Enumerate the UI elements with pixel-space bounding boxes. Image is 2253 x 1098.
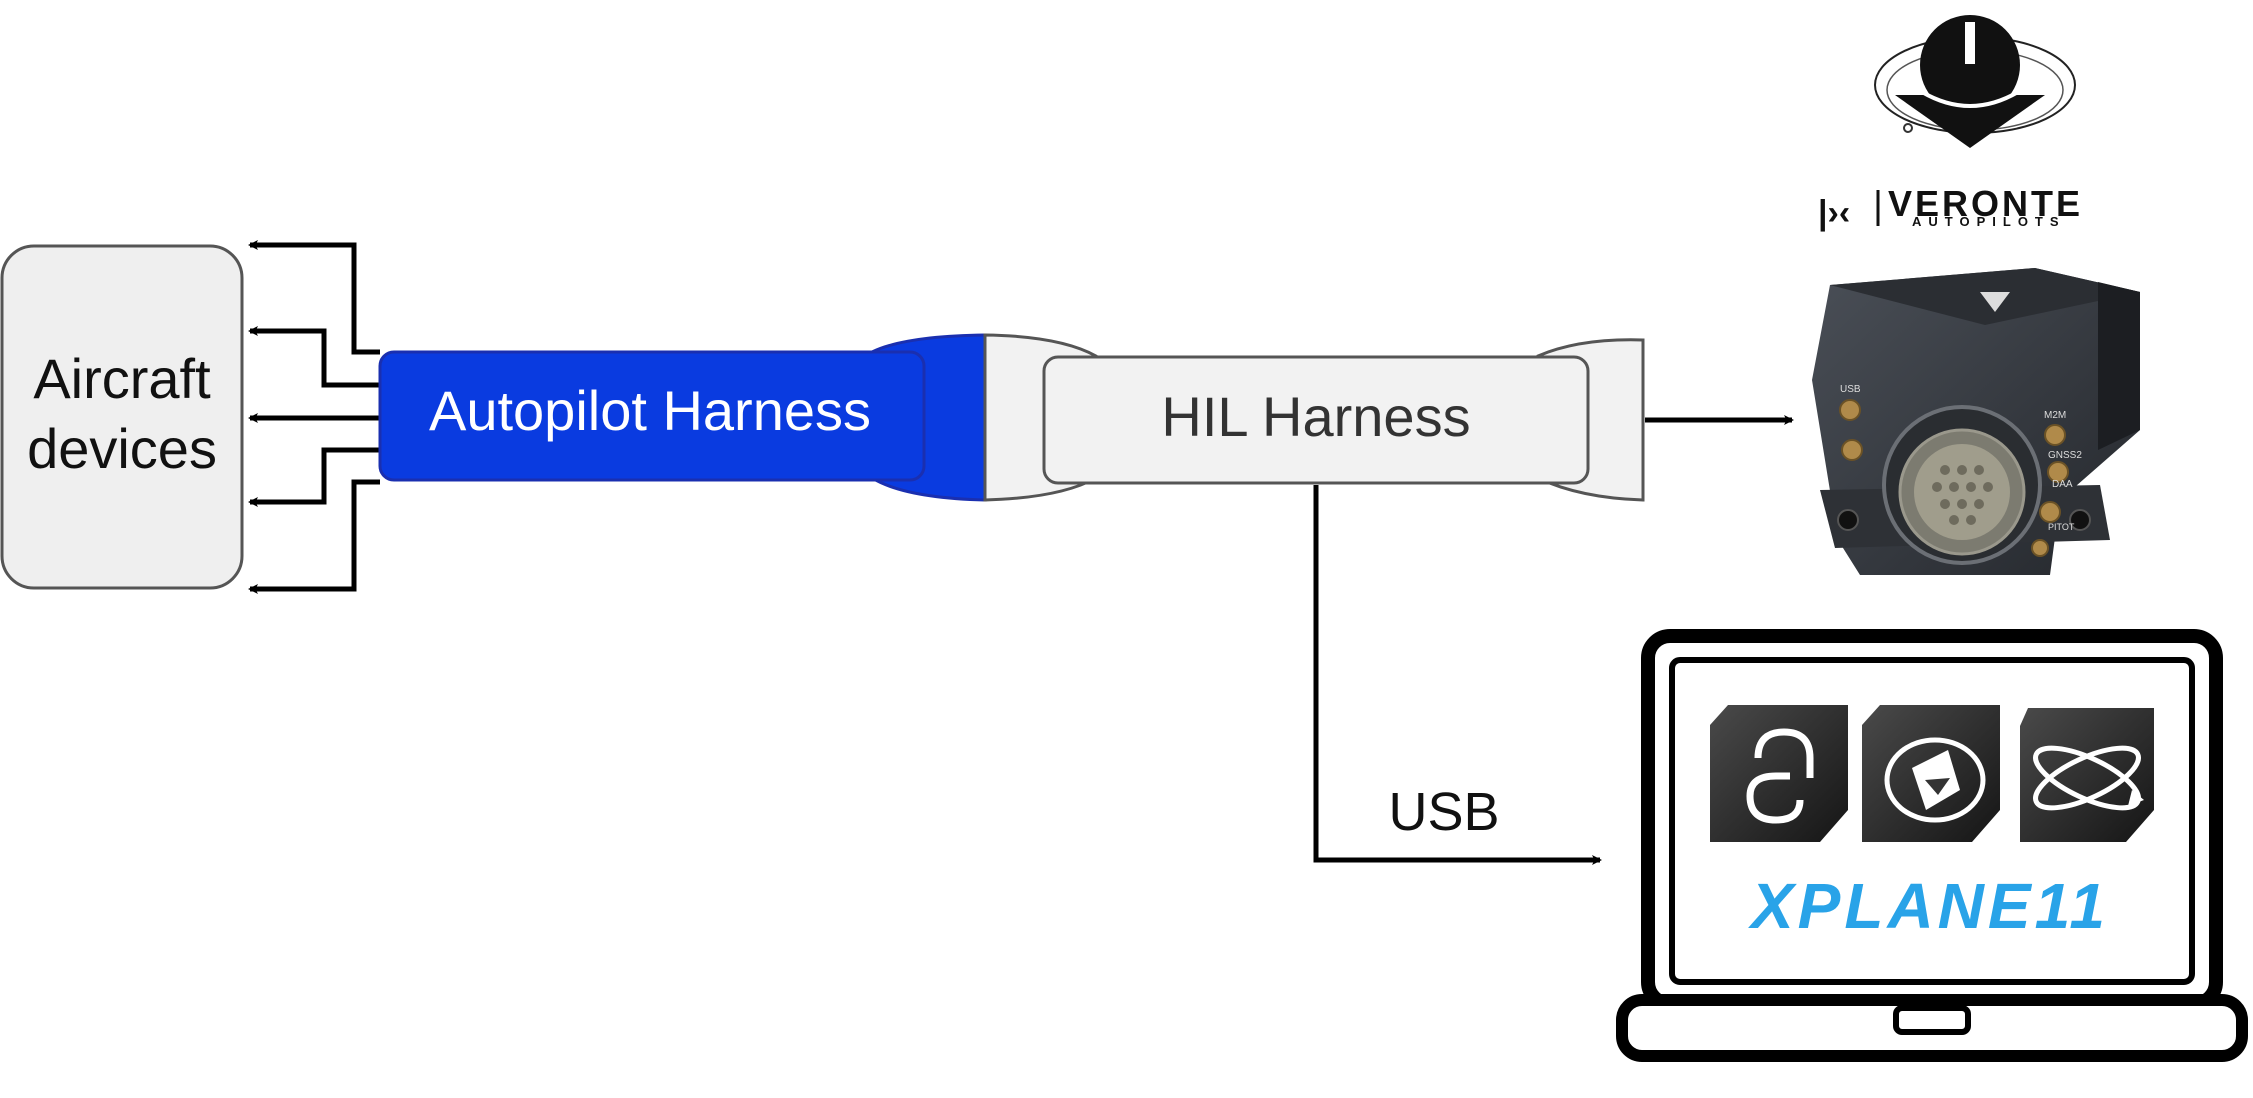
daa-port-label: DAA	[2052, 479, 2073, 490]
gnss2-port-label: GNSS2	[2048, 450, 2082, 461]
arrow-4	[248, 447, 380, 507]
veronte-ops-app-icon	[1862, 705, 2000, 842]
orbit-app-icon	[2020, 708, 2154, 842]
usb-connection: USB	[1313, 485, 1602, 865]
usb-arrow	[1313, 485, 1602, 865]
aircraft-devices-label-line2: devices	[27, 417, 217, 480]
laptop-icon	[1616, 629, 2248, 1062]
usb-port-label: USB	[1840, 384, 1861, 395]
arrow-5	[248, 479, 380, 594]
aircraft-devices-node: Aircraft devices	[0, 244, 244, 590]
autopilot-hardware-icon: USB M2M GNSS2 DAA PITOT	[1812, 268, 2140, 575]
veronte-logo-icon: |›‹ VERONTE AUTOPILOTS	[1818, 15, 2083, 232]
m2m-port-label: M2M	[2044, 410, 2066, 421]
hil-harness-node: HIL Harness	[983, 333, 1645, 502]
xplane-logo-text: XPLANE11	[1748, 870, 2109, 942]
aircraft-devices-label-line1: Aircraft	[33, 347, 211, 410]
arrow-1	[248, 240, 380, 355]
hil-harness-label: HIL Harness	[1161, 385, 1470, 448]
xplane-logo: XPLANE11	[1748, 870, 2109, 942]
usb-label: USB	[1388, 782, 1499, 842]
autopilot-harness-node: Autopilot Harness	[378, 333, 987, 502]
cloud-link-app-icon	[1710, 705, 1848, 842]
harness-to-aircraft-arrows	[248, 240, 380, 594]
svg-text:|›‹: |›‹	[1818, 194, 1850, 232]
pitot-port-label: PITOT	[2048, 522, 2075, 532]
veronte-sub-text: AUTOPILOTS	[1912, 214, 2066, 229]
autopilot-harness-label: Autopilot Harness	[429, 379, 871, 442]
veronte-brand-text: VERONTE	[1888, 183, 2083, 224]
arrow-2	[248, 326, 380, 388]
